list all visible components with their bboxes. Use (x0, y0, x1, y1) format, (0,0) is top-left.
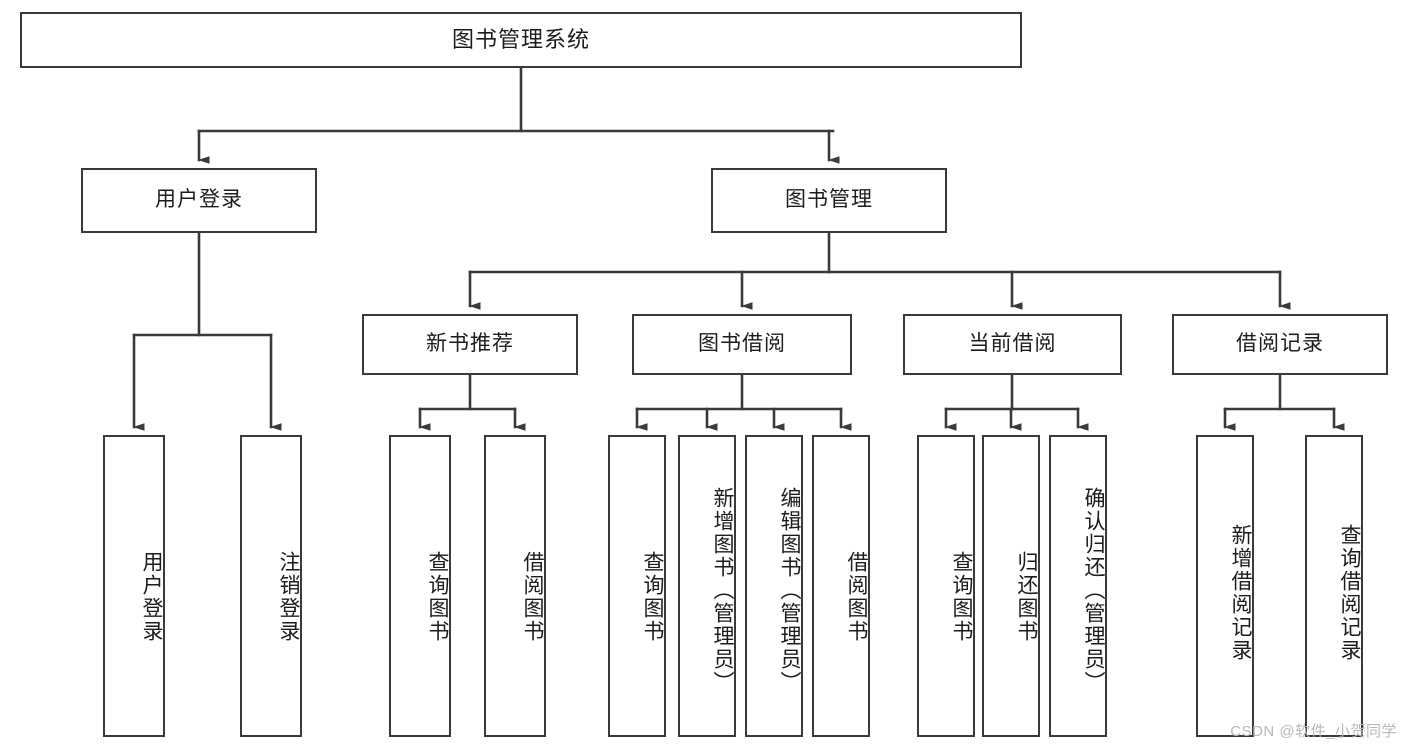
node-leaf-confirm-return-admin-label: 确认归还（管理员） (1082, 486, 1105, 694)
node-leaf-lend-book[interactable]: 借阅图书 (812, 435, 870, 737)
node-leaf-add-borrow-record[interactable]: 新增借阅记录 (1196, 435, 1254, 737)
node-current-borrow[interactable]: 当前借阅 (903, 314, 1122, 375)
node-leaf-query-book-label: 查询图书 (641, 551, 664, 643)
csdn-watermark: CSDN @软件_小贺同学 (1230, 723, 1397, 740)
node-leaf-query-book-rec-label: 查询图书 (426, 551, 449, 643)
node-leaf-add-borrow-record-label: 新增借阅记录 (1229, 524, 1252, 662)
node-leaf-user-login-label: 用户登录 (140, 551, 163, 643)
node-book-borrow-label: 图书借阅 (698, 332, 786, 356)
node-leaf-user-login[interactable]: 用户登录 (103, 435, 165, 737)
node-new-book-recommend[interactable]: 新书推荐 (362, 314, 578, 375)
node-book-management-module-label: 图书管理 (785, 188, 873, 212)
node-leaf-query-borrow-record-label: 查询借阅记录 (1338, 524, 1361, 662)
node-leaf-user-logout[interactable]: 注销登录 (240, 435, 302, 737)
node-user-login-module[interactable]: 用户登录 (81, 168, 317, 233)
node-leaf-user-logout-label: 注销登录 (277, 551, 300, 643)
node-leaf-confirm-return-admin[interactable]: 确认归还（管理员） (1049, 435, 1107, 737)
node-leaf-query-book[interactable]: 查询图书 (608, 435, 666, 737)
node-leaf-edit-book-admin-label: 编辑图书（管理员） (778, 486, 801, 694)
node-root-label: 图书管理系统 (451, 27, 590, 53)
node-new-book-recommend-label: 新书推荐 (426, 332, 514, 356)
node-leaf-edit-book-admin[interactable]: 编辑图书（管理员） (745, 435, 803, 737)
node-book-borrow[interactable]: 图书借阅 (632, 314, 852, 375)
node-current-borrow-label: 当前借阅 (968, 332, 1057, 356)
node-leaf-add-book-admin-label: 新增图书（管理员） (711, 486, 734, 694)
node-leaf-lend-book-label: 借阅图书 (845, 551, 868, 643)
node-leaf-return-book[interactable]: 归还图书 (982, 435, 1040, 737)
node-leaf-query-book-current[interactable]: 查询图书 (917, 435, 975, 737)
node-leaf-borrow-book-rec[interactable]: 借阅图书 (484, 435, 546, 737)
node-user-login-module-label: 用户登录 (155, 188, 243, 212)
node-leaf-return-book-label: 归还图书 (1015, 551, 1038, 643)
node-borrow-record[interactable]: 借阅记录 (1172, 314, 1388, 375)
node-root[interactable]: 图书管理系统 (20, 12, 1022, 68)
node-leaf-borrow-book-rec-label: 借阅图书 (521, 551, 544, 643)
node-leaf-add-book-admin[interactable]: 新增图书（管理员） (678, 435, 736, 737)
node-leaf-query-book-rec[interactable]: 查询图书 (389, 435, 451, 737)
node-leaf-query-borrow-record[interactable]: 查询借阅记录 (1305, 435, 1363, 737)
node-book-management-module[interactable]: 图书管理 (711, 168, 947, 233)
node-borrow-record-label: 借阅记录 (1236, 332, 1324, 356)
node-leaf-query-book-current-label: 查询图书 (950, 551, 973, 643)
